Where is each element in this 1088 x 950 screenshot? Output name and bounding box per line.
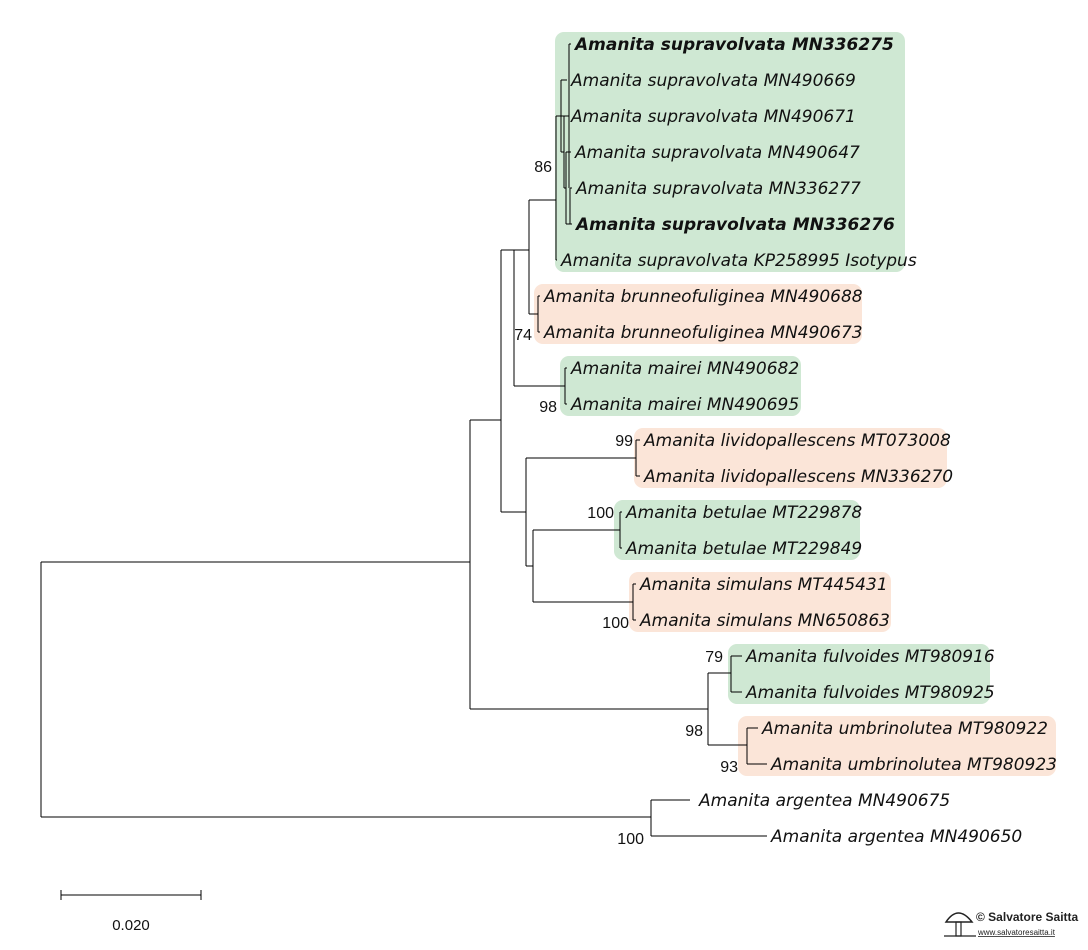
clade-highlight-box xyxy=(614,500,860,560)
bootstrap-value: 100 xyxy=(587,505,614,522)
taxon-label: Amanita supravolvata MN336275 xyxy=(573,35,894,55)
clade-highlight-box xyxy=(738,716,1056,776)
bootstrap-value: 100 xyxy=(602,615,629,632)
taxon-label: Amanita supravolvata MN336277 xyxy=(575,179,861,199)
bootstrap-value: 98 xyxy=(539,399,557,416)
taxon-label: Amanita supravolvata MN336276 xyxy=(574,215,895,235)
watermark-url: www.salvatoresaitta.it xyxy=(977,928,1056,937)
taxon-label: Amanita supravolvata MN490647 xyxy=(574,143,860,163)
clade-highlight-box xyxy=(629,572,891,632)
bootstrap-value: 100 xyxy=(617,831,644,848)
clade-highlight-box xyxy=(728,644,990,704)
taxon-label: Amanita simulans MN650863 xyxy=(639,611,890,631)
taxon-label: Amanita argentea MN490675 xyxy=(698,791,950,811)
taxon-label: Amanita betulae MT229878 xyxy=(625,503,862,523)
taxon-label: Amanita brunneofuliginea MN490688 xyxy=(543,287,863,307)
scale-bar: 0.020 xyxy=(60,890,202,934)
taxon-label: Amanita mairei MN490695 xyxy=(570,395,799,415)
scale-bar-label: 0.020 xyxy=(112,917,150,934)
taxon-label: Amanita simulans MT445431 xyxy=(639,575,888,595)
clade-highlights xyxy=(534,32,1056,776)
bootstrap-value: 93 xyxy=(720,759,738,776)
clade-highlight-box xyxy=(634,428,947,488)
taxon-label: Amanita lividopallescens MT073008 xyxy=(643,431,951,451)
watermark: © Salvatore Saitta www.salvatoresaitta.i… xyxy=(944,910,1079,937)
taxon-label: Amanita fulvoides MT980916 xyxy=(745,647,995,667)
bootstrap-value: 99 xyxy=(615,433,633,450)
mushroom-logo-icon xyxy=(944,912,976,937)
taxon-label: Amanita supravolvata KP258995 Isotypus xyxy=(560,251,917,271)
taxon-label: Amanita mairei MN490682 xyxy=(570,359,799,379)
taxon-label: Amanita umbrinolutea MT980923 xyxy=(770,755,1057,775)
bootstrap-value: 79 xyxy=(705,649,723,666)
taxon-label: Amanita argentea MN490650 xyxy=(770,827,1022,847)
tree-branches xyxy=(40,43,767,837)
taxon-label: Amanita lividopallescens MN336270 xyxy=(643,467,953,487)
bootstrap-value: 74 xyxy=(514,327,532,344)
watermark-author: © Salvatore Saitta xyxy=(976,910,1079,924)
taxon-label: Amanita supravolvata MN490669 xyxy=(570,71,856,91)
bootstrap-value: 86 xyxy=(534,159,552,176)
bootstrap-values: 86 74 98 99 100 100 79 93 98 100 xyxy=(514,159,738,848)
taxon-label: Amanita umbrinolutea MT980922 xyxy=(761,719,1048,739)
clade-highlight-box xyxy=(534,284,862,344)
taxon-label: Amanita supravolvata MN490671 xyxy=(570,107,856,127)
clade-highlight-box xyxy=(555,32,905,272)
taxon-label: Amanita brunneofuliginea MN490673 xyxy=(543,323,863,343)
taxon-label: Amanita fulvoides MT980925 xyxy=(745,683,995,703)
taxon-label: Amanita betulae MT229849 xyxy=(625,539,862,559)
clade-highlight-box xyxy=(560,356,801,416)
bootstrap-value: 98 xyxy=(685,723,703,740)
